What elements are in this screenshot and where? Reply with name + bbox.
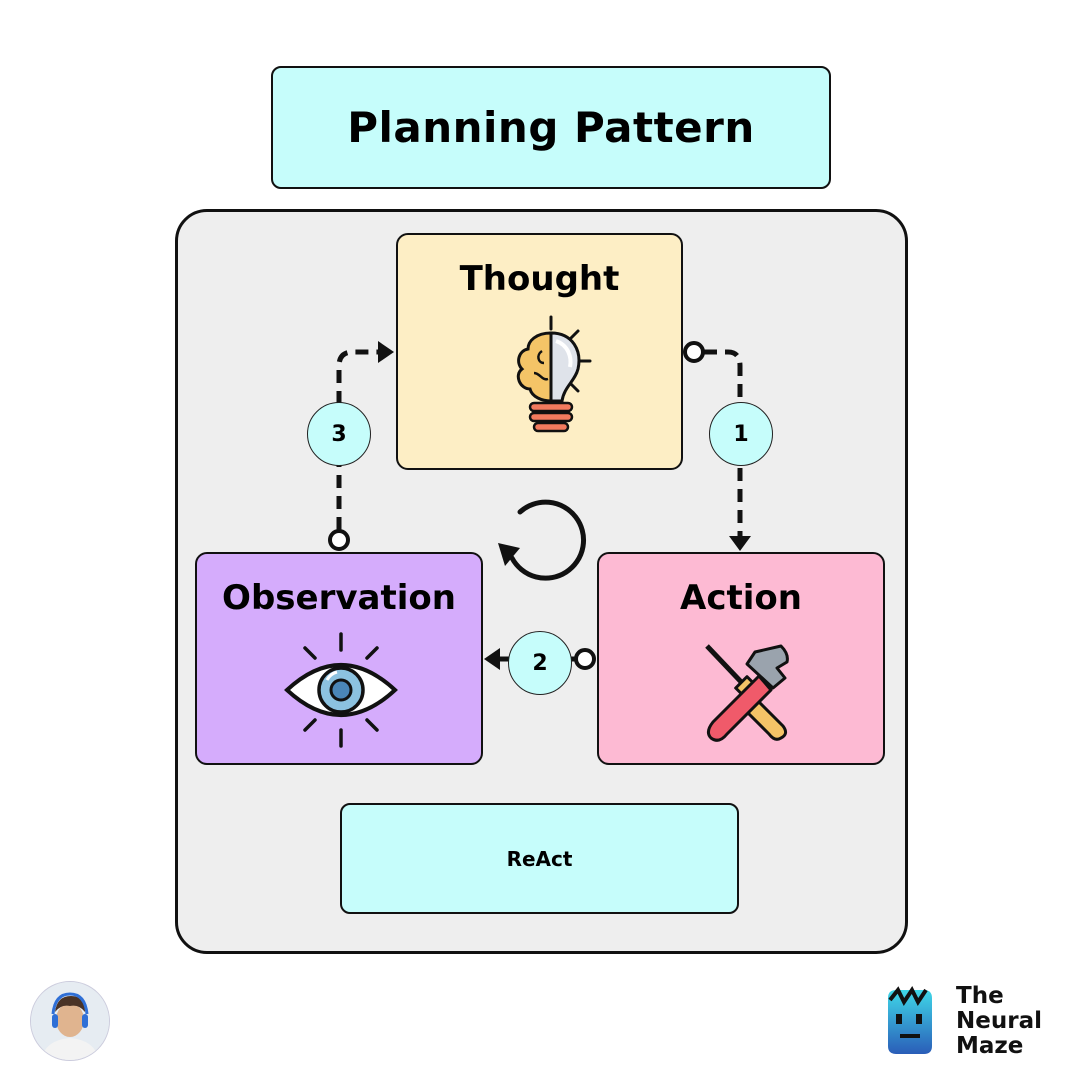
thought-node: Thought — [396, 233, 683, 470]
arrow-thought-to-action — [704, 349, 743, 540]
cycle-arrow-head — [498, 543, 520, 566]
brand-line-3: Maze — [956, 1033, 1024, 1059]
arrow-start-dot — [574, 648, 596, 670]
step-badge-3: 3 — [307, 402, 371, 466]
arrow-head-right — [378, 341, 394, 363]
arrow-start-dot — [683, 341, 705, 363]
diagram-title: Planning Pattern — [347, 103, 755, 152]
tools-icon — [705, 644, 789, 742]
thought-label: Thought — [459, 259, 620, 299]
eye-icon — [284, 632, 398, 748]
neural-maze-logo-icon — [888, 986, 932, 1054]
cycle-icon — [509, 499, 587, 581]
avatar — [30, 981, 110, 1061]
arrow-head-left — [484, 648, 500, 670]
title-box: Planning Pattern — [271, 66, 831, 189]
arrow-head-down — [729, 536, 751, 551]
brand-line-2: Neural — [956, 1008, 1042, 1034]
react-box: ReAct — [340, 803, 739, 914]
observation-node: Observation — [195, 552, 483, 765]
brand-name: The Neural Maze — [956, 984, 1042, 1059]
action-label: Action — [680, 578, 802, 618]
lightbulb-brain-icon — [516, 315, 592, 433]
arrow-start-dot — [328, 529, 350, 551]
avatar-icon — [31, 982, 109, 1060]
observation-label: Observation — [222, 578, 456, 618]
step-badge-1: 1 — [709, 402, 773, 466]
react-label: ReAct — [506, 846, 573, 871]
step-badge-2: 2 — [508, 631, 572, 695]
brand-line-1: The — [956, 983, 1004, 1009]
action-node: Action — [597, 552, 885, 765]
